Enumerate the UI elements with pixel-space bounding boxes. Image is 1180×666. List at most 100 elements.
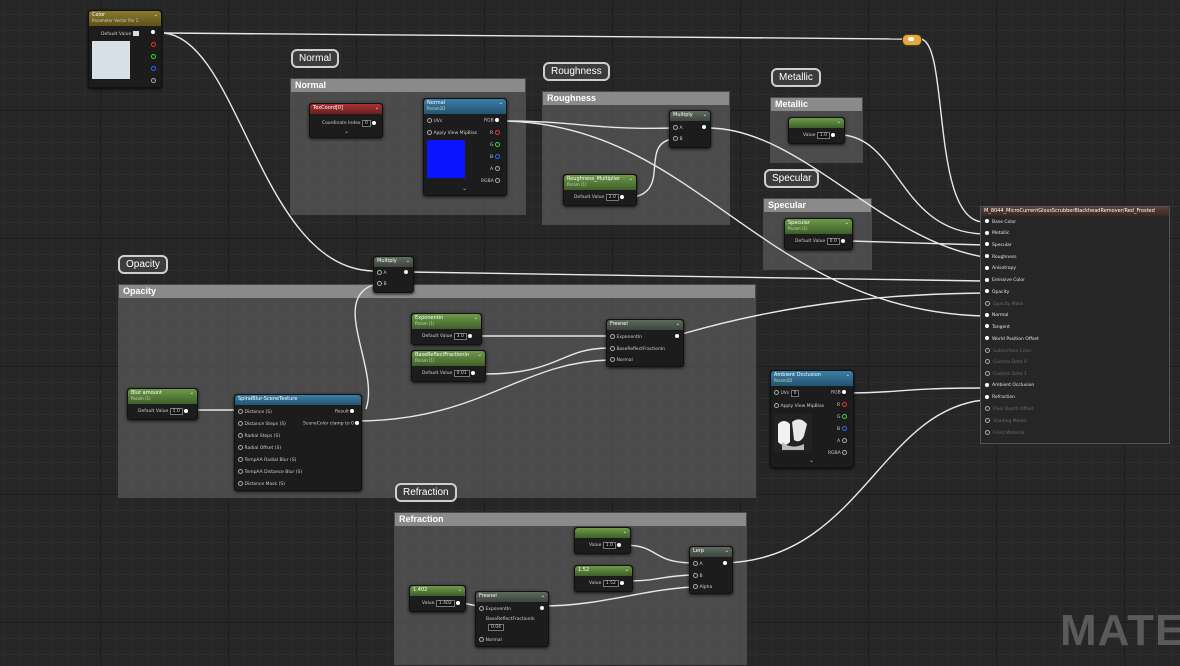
output-pin[interactable] [456, 600, 461, 605]
metallic-constant-node[interactable]: ⌄ Value 1.0 [788, 117, 845, 144]
output-pin[interactable] [620, 194, 625, 199]
input-pin-icon[interactable] [985, 417, 990, 423]
output-pin[interactable] [184, 408, 189, 413]
input-pin-icon[interactable] [985, 300, 990, 306]
output-pin-g[interactable]: G [837, 414, 847, 420]
result-input-pin[interactable]: Opacity Mask [985, 300, 1023, 307]
input-pin-alpha[interactable]: Alpha [693, 584, 712, 590]
input-pin-basereflect[interactable]: BaseReflectFractionIn [486, 617, 535, 622]
output-pin-a[interactable]: A [837, 438, 847, 444]
output-pin-a[interactable]: A [490, 166, 500, 172]
output-pin-r[interactable]: R [837, 402, 847, 408]
chevron-down-icon[interactable]: ⌄ [153, 12, 158, 18]
chevron-down-icon[interactable]: ⌄ [189, 390, 194, 396]
input-pin-a[interactable]: A [673, 125, 683, 131]
output-pin-rgba[interactable]: RGBA [481, 178, 501, 184]
output-pin[interactable] [471, 370, 476, 375]
chevron-down-icon[interactable]: ⌄ [724, 548, 729, 554]
opacity-multiply-node[interactable]: Multiply⌄ A B [373, 256, 414, 293]
fresnel-node[interactable]: Fresnel⌄ ExponentIn BaseReflectFractionI… [606, 319, 684, 367]
output-pin[interactable] [723, 561, 727, 567]
output-pin-result[interactable]: Result [335, 409, 355, 415]
input-pin-icon[interactable] [985, 359, 990, 365]
input-pin-icon[interactable] [985, 336, 989, 340]
output-pin-g[interactable]: G [490, 142, 500, 148]
result-input-pin[interactable]: Base Color [985, 219, 1016, 225]
roughness-multiplier-node[interactable]: Roughness_Multiplier Param (1) ⌄ Default… [563, 174, 637, 206]
input-pin-radial-steps[interactable]: Radial Steps (S) [238, 433, 280, 439]
input-pin-a[interactable]: A [377, 270, 387, 276]
chevron-down-icon[interactable]: ⌄ [628, 176, 633, 182]
output-pin-b[interactable]: B [490, 154, 500, 160]
input-pin-icon[interactable] [985, 347, 990, 353]
result-input-pin[interactable]: Front Material [985, 429, 1024, 436]
result-input-pin[interactable]: Opacity [985, 289, 1009, 295]
result-input-pin[interactable]: Pixel Depth Offset [985, 406, 1034, 412]
result-input-pin[interactable]: Custom Data 1 [985, 371, 1027, 377]
input-pin-icon[interactable] [985, 394, 989, 399]
input-pin-b[interactable]: B [673, 136, 683, 142]
coordinate-index-field[interactable]: 0 [361, 120, 371, 127]
exponentin-parameter-node[interactable]: Exponentin Param (1) ⌄ Default Value 3.0 [411, 313, 482, 345]
result-input-pin[interactable]: Specular [985, 242, 1012, 248]
output-pin[interactable] [675, 334, 679, 340]
chevron-down-icon[interactable]: ⌄ [405, 258, 410, 264]
input-pin-icon[interactable] [985, 382, 989, 387]
input-pin-icon[interactable] [985, 254, 989, 259]
output-pin-scenecolor[interactable]: SceneColor clamp to 0 [303, 421, 360, 427]
output-pin[interactable] [831, 132, 836, 137]
output-pin-rgb[interactable]: RGB [484, 118, 500, 124]
output-pin[interactable] [702, 125, 706, 131]
input-pin-distance[interactable]: Distance (S) [238, 409, 272, 415]
input-pin-normal[interactable]: Normal [610, 357, 633, 363]
specular-parameter-node[interactable]: Specular Param (1) ⌄ Default Value 0.0 [784, 218, 853, 250]
input-pin-icon[interactable] [985, 312, 989, 317]
color-swatch-small[interactable] [132, 31, 139, 36]
input-pin-distance-mask[interactable]: Distance Mask (S) [238, 481, 285, 487]
reroute-node[interactable] [902, 34, 922, 46]
output-pin-b[interactable] [151, 66, 156, 72]
input-pin-exponentin[interactable]: ExponentIn [479, 606, 511, 612]
input-pin-mipbias[interactable]: Apply View MipBias [427, 130, 477, 136]
chevron-down-icon[interactable]: ⌄ [809, 457, 815, 464]
chevron-down-icon[interactable]: ⌄ [702, 112, 707, 118]
normal-texture-node[interactable]: Normal Param2D ⌄ UVs Apply View MipBias … [423, 98, 507, 196]
input-pin-icon[interactable] [985, 406, 990, 412]
chevron-down-icon[interactable]: ⌄ [836, 119, 841, 125]
input-pin-icon[interactable] [985, 324, 989, 329]
input-pin-basereflect[interactable]: BaseReflectFractionIn [610, 346, 665, 352]
blur-amount-parameter-node[interactable]: Blur amount Param (1) ⌄ Default Value 5.… [127, 388, 198, 420]
result-input-pin[interactable]: Roughness [985, 254, 1017, 260]
output-pin[interactable] [620, 580, 625, 585]
output-pin-rgb[interactable] [151, 30, 155, 36]
output-pin[interactable] [468, 333, 473, 338]
chevron-down-icon[interactable]: ⌄ [844, 220, 849, 226]
chevron-down-icon[interactable]: ⌄ [540, 593, 545, 599]
input-pin-tempaa-radial[interactable]: TempAA Radial Blur (S) [238, 457, 296, 463]
input-pin-a[interactable]: A [693, 561, 703, 567]
input-pin-icon[interactable] [985, 242, 989, 247]
output-pin[interactable] [540, 606, 544, 612]
default-value-field[interactable]: 0.0 [826, 238, 840, 245]
chevron-down-icon[interactable]: ⌄ [477, 352, 482, 358]
chevron-down-icon[interactable]: ⌄ [624, 567, 629, 573]
input-pin-icon[interactable] [985, 230, 989, 235]
basereflect-field[interactable]: 0.04 [488, 624, 505, 631]
input-pin-radial-offset[interactable]: Radial Offset (S) [238, 445, 281, 451]
value-field[interactable]: 1.0 [602, 542, 616, 549]
input-pin-exponentin[interactable]: ExponentIn [610, 334, 642, 340]
input-pin-icon[interactable] [985, 371, 990, 377]
result-input-pin[interactable]: Shading Model [985, 417, 1026, 424]
refraction-constant-node-1[interactable]: ⌄ Value 1.0 [574, 527, 631, 554]
basereflectfractionin-parameter-node[interactable]: BaseReflectFractionIn Param (1) ⌄ Defaul… [411, 350, 486, 382]
input-pin-tempaa-distance[interactable]: TempAA Distance Blur (S) [238, 469, 302, 475]
chevron-down-icon[interactable]: ⌄ [462, 185, 468, 192]
result-input-pin[interactable]: Emissive Color [985, 277, 1025, 283]
result-input-pin[interactable]: World Position Offset [985, 336, 1039, 342]
default-value-field[interactable]: 3.0 [453, 333, 467, 340]
input-pin-uvs[interactable]: UVs 0 [774, 390, 800, 397]
result-input-pin[interactable]: Anisotropy [985, 265, 1016, 271]
spiral-blur-node[interactable]: SpiralBlur-SceneTexture Distance (S) Dis… [234, 394, 362, 491]
result-input-pin[interactable]: Custom Data 0 [985, 359, 1027, 365]
uvs-field[interactable]: 0 [790, 390, 800, 397]
